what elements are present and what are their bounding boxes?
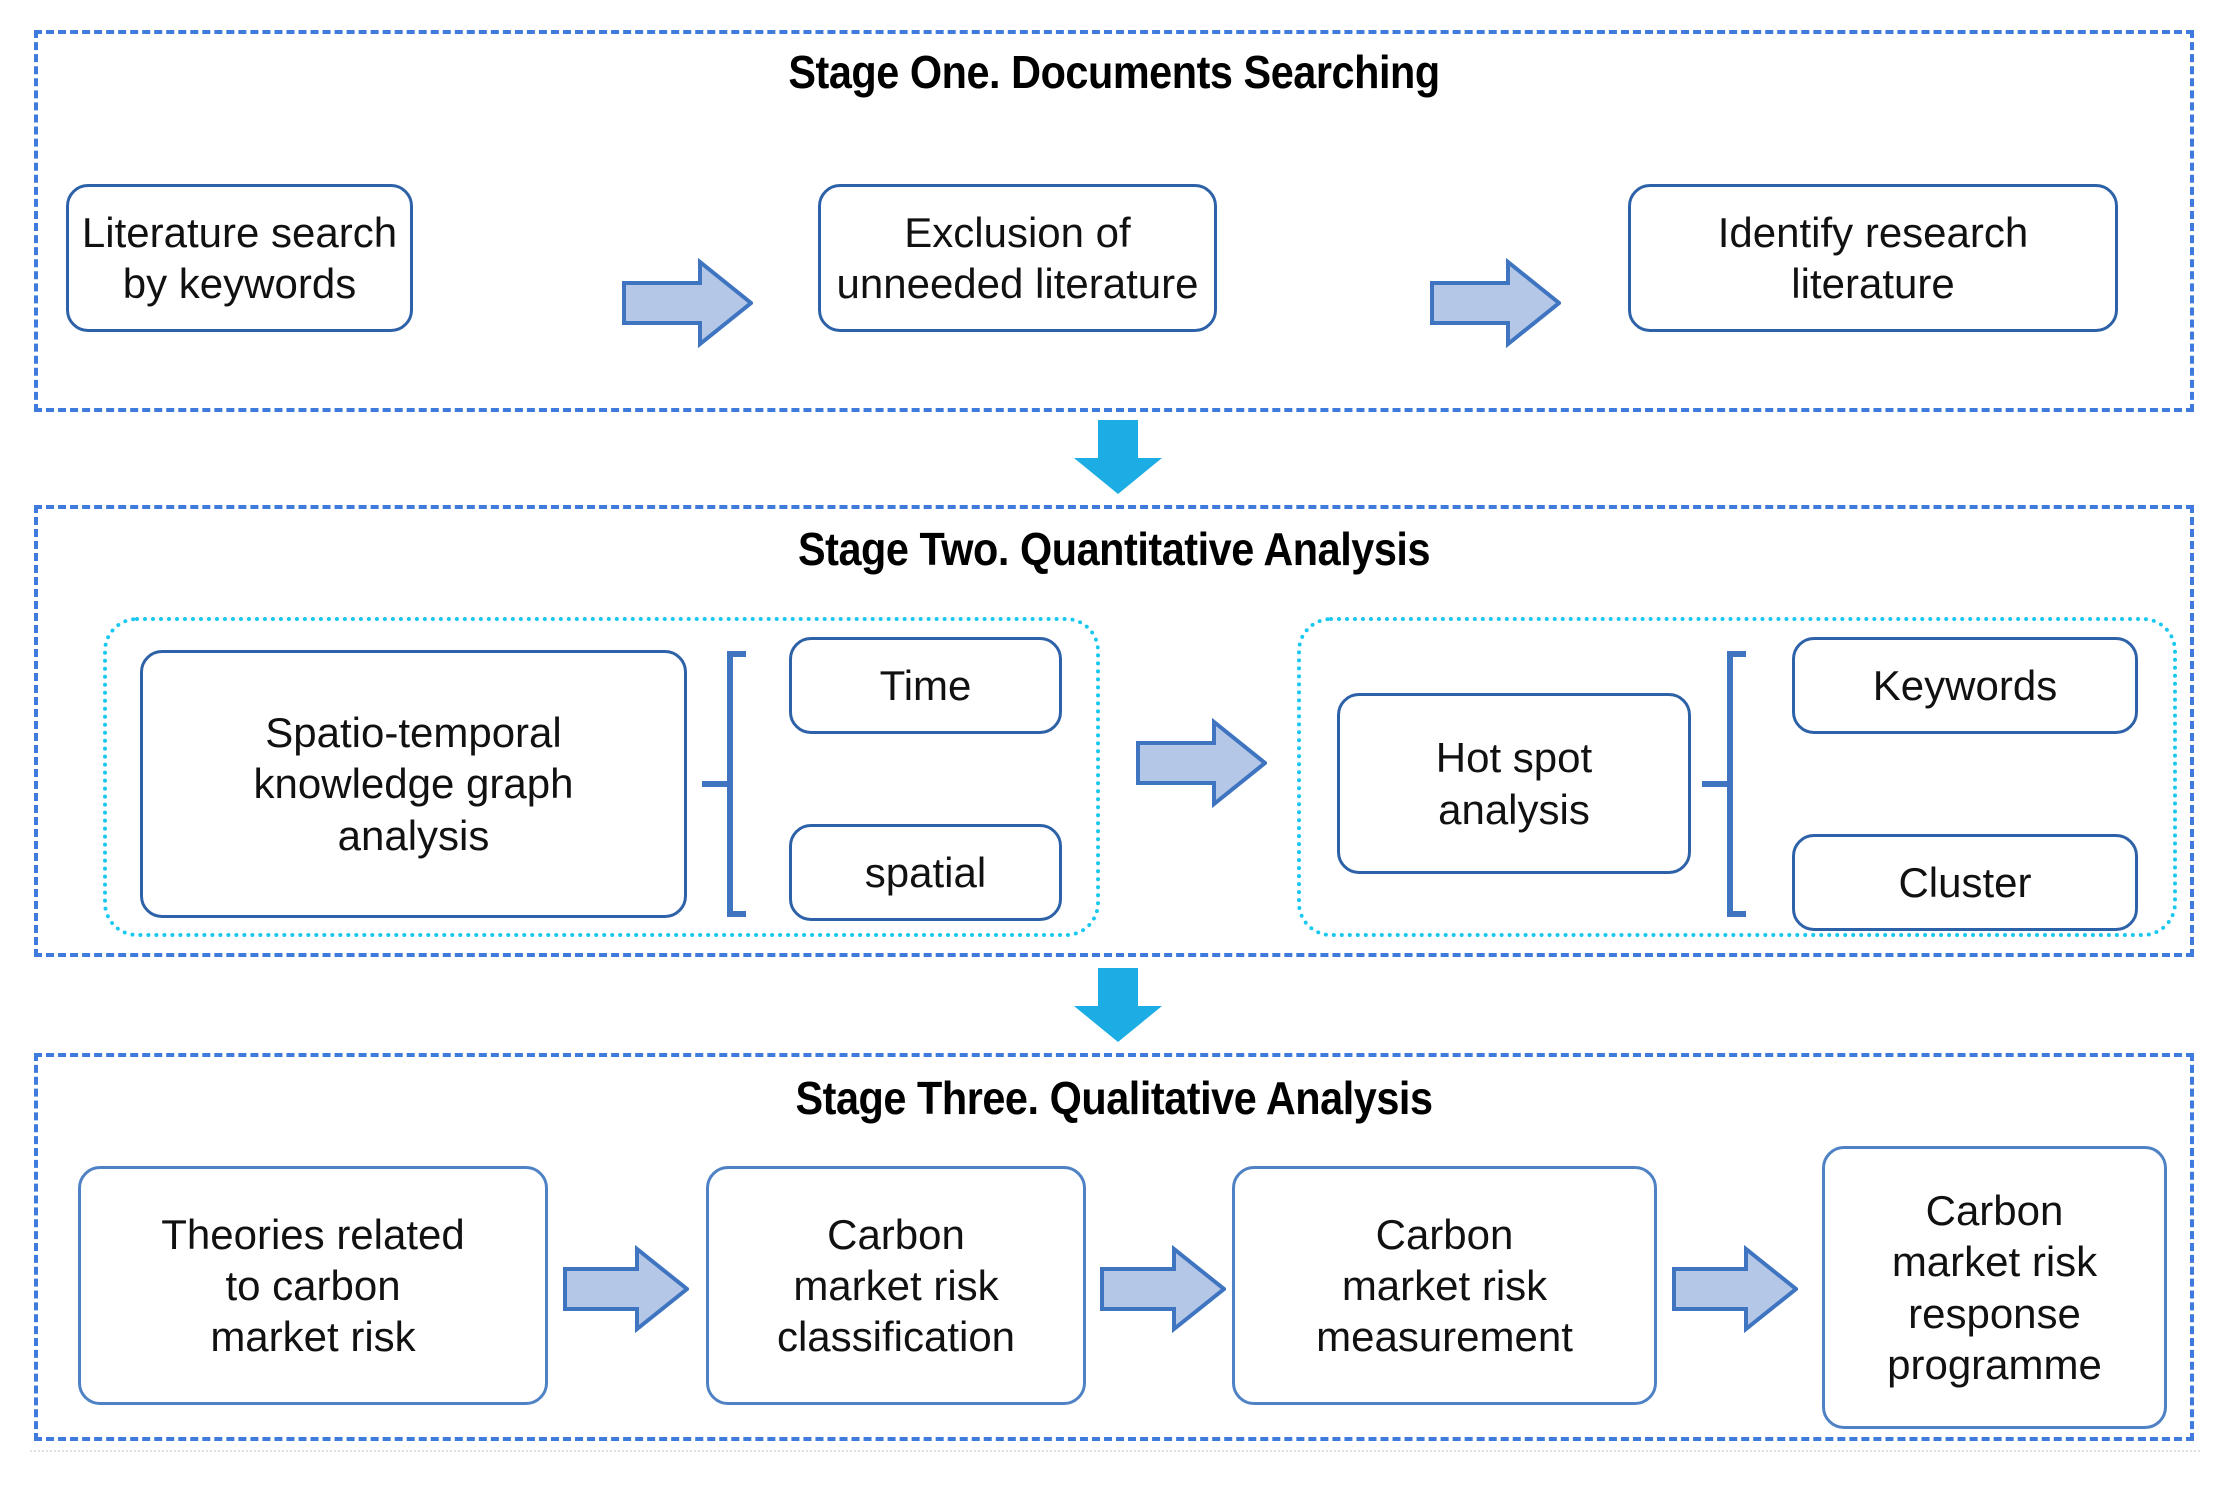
box-response[interactable]: Carbon market risk response programme	[1822, 1146, 2167, 1429]
box-measurement[interactable]: Carbon market risk measurement	[1232, 1166, 1657, 1405]
stage-two-title: Stage Two. Quantitative Analysis	[797, 523, 1431, 575]
box-time-label: Time	[879, 661, 972, 709]
subgroup-spatio-temporal	[103, 617, 1100, 937]
box-identify-research-label: Identify research literature	[1717, 208, 2029, 307]
box-theories-label: Theories related to carbon market risk	[161, 1210, 465, 1361]
box-literature-search-label: Literature search by keywords	[81, 208, 398, 307]
box-measurement-label: Carbon market risk measurement	[1316, 1210, 1573, 1361]
arrow-s1-1	[622, 258, 753, 348]
box-classification-label: Carbon market risk classification	[776, 1210, 1016, 1361]
arrow-s3-1	[563, 1245, 689, 1333]
box-response-label: Carbon market risk response programme	[1887, 1187, 2102, 1388]
arrow-s2-1	[1136, 718, 1267, 808]
connector-one-two-arrow	[1072, 420, 1164, 496]
box-exclusion-label: Exclusion of unneeded literature	[836, 208, 1199, 307]
arrow-s3-3	[1672, 1245, 1798, 1333]
box-identify-research[interactable]: Identify research literature	[1628, 184, 2118, 332]
box-spatio-temporal-label: Spatio-temporal knowledge graph analysis	[253, 709, 574, 859]
bracket-spatio-temporal	[700, 650, 766, 918]
bracket-hot-spot	[1700, 650, 1766, 918]
box-spatio-temporal[interactable]: Spatio-temporal knowledge graph analysis	[140, 650, 687, 918]
stage-one-title: Stage One. Documents Searching	[788, 46, 1440, 98]
box-spatial[interactable]: spatial	[789, 824, 1062, 921]
connector-two-three-arrow	[1072, 968, 1164, 1044]
stage-two-container	[34, 505, 2194, 957]
box-cluster-label: Cluster	[1898, 858, 2032, 906]
box-spatial-label: spatial	[864, 848, 987, 896]
stage-three-title: Stage Three. Qualitative Analysis	[795, 1072, 1433, 1124]
box-exclusion[interactable]: Exclusion of unneeded literature	[818, 184, 1217, 332]
box-keywords-label: Keywords	[1872, 661, 2058, 709]
arrow-s1-2	[1430, 258, 1561, 348]
box-literature-search[interactable]: Literature search by keywords	[66, 184, 413, 332]
bottom-rule	[30, 1450, 2200, 1452]
stage-one-container	[34, 30, 2194, 412]
box-hot-spot-label: Hot spot analysis	[1435, 734, 1593, 833]
stage-three-container	[34, 1053, 2194, 1441]
subgroup-hot-spot	[1297, 617, 2177, 937]
box-time[interactable]: Time	[789, 637, 1062, 734]
box-keywords[interactable]: Keywords	[1792, 637, 2138, 734]
box-theories[interactable]: Theories related to carbon market risk	[78, 1166, 548, 1405]
box-hot-spot[interactable]: Hot spot analysis	[1337, 693, 1691, 874]
box-classification[interactable]: Carbon market risk classification	[706, 1166, 1086, 1405]
box-cluster[interactable]: Cluster	[1792, 834, 2138, 931]
arrow-s3-2	[1100, 1245, 1226, 1333]
